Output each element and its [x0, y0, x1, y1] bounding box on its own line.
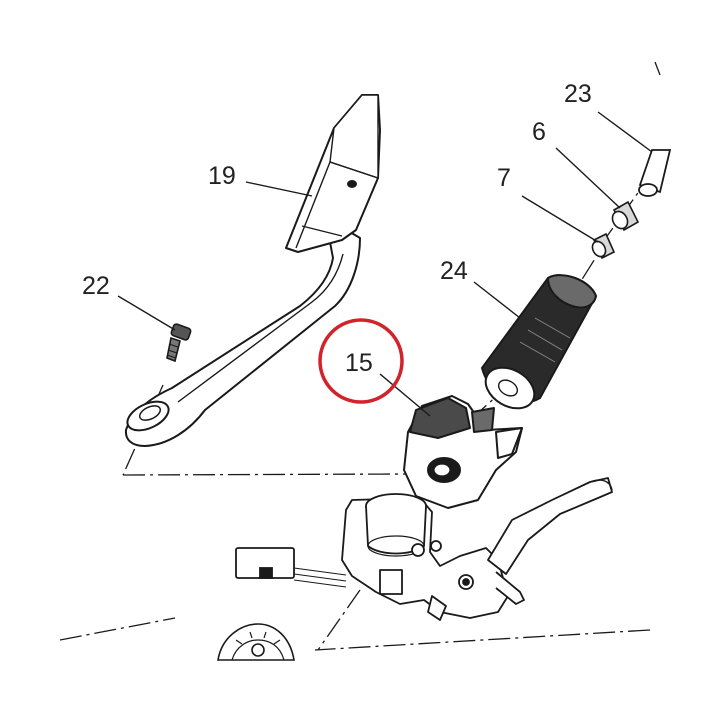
switch-housing-part-15	[403, 395, 523, 509]
lever-guard-part-19	[124, 94, 381, 447]
highlight-ring-15	[318, 318, 404, 404]
leader-23	[597, 111, 653, 153]
leader-19	[245, 181, 313, 197]
callout-6: 6	[532, 118, 546, 146]
spacer-part-6	[611, 200, 640, 232]
callout-15: 15	[345, 349, 373, 377]
callout-19: 19	[208, 162, 236, 190]
master-cylinder-assembly	[341, 477, 613, 621]
callout-24: 24	[440, 257, 468, 285]
grip-part-24	[480, 274, 598, 410]
leader-7	[521, 195, 599, 243]
leader-6	[555, 147, 621, 209]
leader-15	[379, 373, 431, 417]
callout-7: 7	[497, 164, 511, 192]
callout-22: 22	[82, 272, 110, 300]
handlebar-end-part-23	[638, 149, 672, 197]
leader-22	[117, 295, 176, 331]
bush-part-7	[591, 232, 616, 260]
switch-connector	[235, 547, 347, 588]
screw-part-22	[166, 323, 192, 363]
leader-24	[473, 281, 521, 319]
reservoir-cap	[217, 623, 295, 661]
leader-lines	[117, 111, 653, 417]
callout-23: 23	[564, 80, 592, 108]
